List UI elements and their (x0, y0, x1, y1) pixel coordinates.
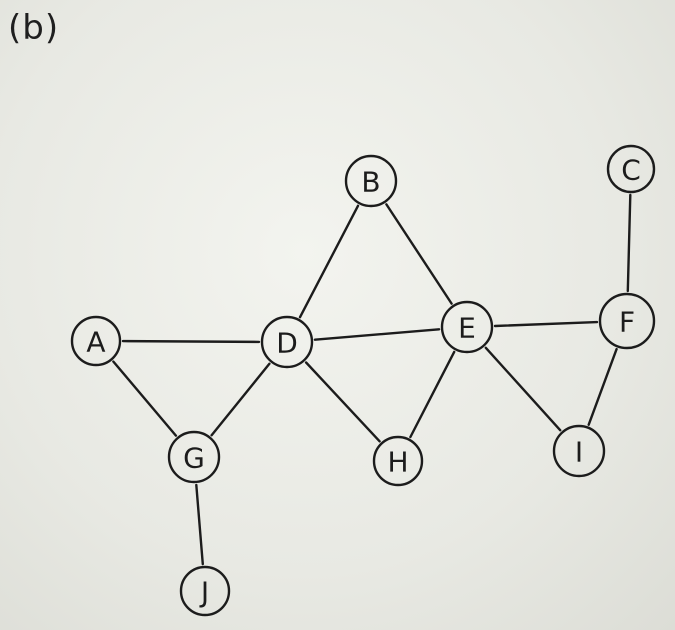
node-label: E (458, 312, 476, 345)
edge-e-h (409, 350, 456, 439)
edge-a-g (112, 360, 178, 437)
node-circle (167, 430, 221, 484)
edge-d-g (210, 362, 271, 437)
node-circle (70, 315, 122, 367)
node-f: F (598, 292, 656, 350)
panel-label: (b) (8, 8, 60, 48)
node-circle (606, 144, 656, 194)
edge-e-i (484, 346, 562, 432)
node-circle (552, 424, 606, 478)
node-h: H (372, 435, 424, 487)
edges-layer (112, 193, 632, 566)
node-circle (598, 292, 656, 350)
edge-d-e (313, 328, 441, 341)
node-circle (260, 315, 314, 369)
edge-e-f (493, 320, 599, 328)
node-e: E (440, 300, 494, 354)
node-circle (179, 565, 231, 617)
node-circle (344, 154, 398, 208)
node-label: F (619, 306, 635, 339)
node-label: G (183, 442, 205, 475)
node-a: A (70, 315, 122, 367)
node-i: I (552, 424, 606, 478)
node-label: H (387, 446, 408, 479)
node-label: A (86, 326, 105, 359)
node-j: J (179, 565, 231, 617)
edge-b-e (385, 203, 453, 305)
node-label: I (575, 436, 583, 469)
node-label: D (276, 327, 298, 360)
node-label: B (361, 166, 380, 199)
node-b: B (344, 154, 398, 208)
node-label: J (199, 576, 209, 609)
nodes-layer: A B C D E F G H I J (70, 144, 656, 617)
node-circle (372, 435, 424, 487)
node-circle (440, 300, 494, 354)
edge-a-d (121, 339, 261, 344)
node-g: G (167, 430, 221, 484)
edge-b-d (298, 204, 360, 319)
node-label: C (621, 154, 641, 187)
edge-g-j (195, 483, 205, 566)
node-d: D (260, 315, 314, 369)
edge-d-h (304, 361, 381, 443)
node-c: C (606, 144, 656, 194)
edge-c-f (626, 193, 632, 293)
edge-f-i (587, 347, 618, 426)
